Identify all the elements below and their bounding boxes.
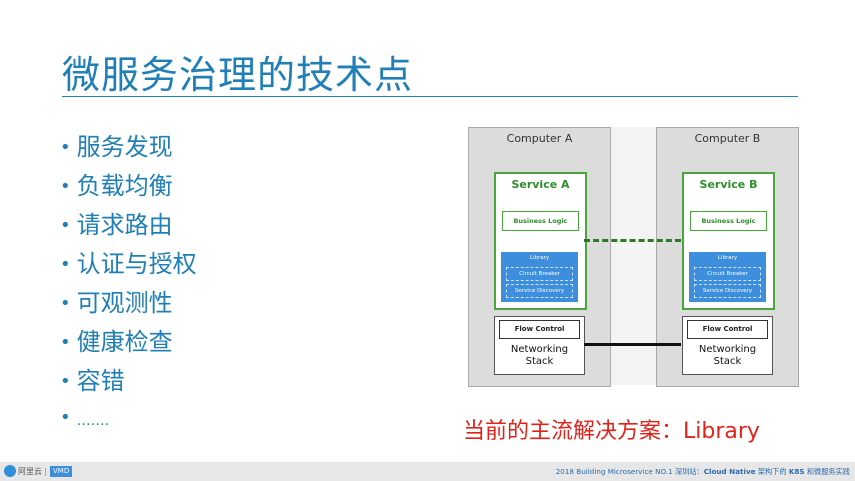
computer-b-box: Computer B Service B Business Logic Libr…: [656, 127, 799, 387]
bullet-item: •服务发现: [60, 133, 173, 161]
architecture-diagram: Computer A Service A Business Logic Libr…: [468, 127, 800, 387]
footer-event-text: 2018 Building Microservice NO.1 深圳站：Clou…: [555, 467, 850, 476]
circuit-breaker-box: Circuit Breaker: [694, 267, 761, 281]
slide-title: 微服务治理的技术点: [62, 53, 414, 97]
service-a-box: Service A Business Logic Library Circuit…: [494, 172, 587, 310]
networking-stack-box: Flow Control Networking Stack: [682, 316, 773, 375]
computer-a-box: Computer A Service A Business Logic Libr…: [468, 127, 611, 387]
business-logic-box: Business Logic: [690, 211, 767, 231]
bullet-item: •…….: [60, 407, 110, 429]
title-divider: [62, 96, 798, 97]
bullet-dot-icon: •: [60, 254, 71, 275]
circuit-breaker-box: Circuit Breaker: [506, 267, 573, 281]
bullet-item: •可观测性: [60, 289, 173, 317]
bullet-item: •请求路由: [60, 211, 173, 239]
network-connection-line: [584, 343, 681, 346]
computer-a-label: Computer A: [506, 132, 573, 145]
footer-badge: VMD: [50, 466, 73, 477]
bullet-item: •认证与授权: [60, 250, 197, 278]
cloud-logo-icon: [4, 465, 16, 477]
library-label: Library: [529, 255, 550, 261]
service-b-label: Service B: [699, 178, 758, 191]
footer-bar: 阿里云 | VMD 2018 Building Microservice NO.…: [0, 462, 855, 481]
footer-logo-text: 阿里云: [18, 467, 42, 476]
service-discovery-box: Service Discovery: [506, 284, 573, 298]
flow-control-box: Flow Control: [499, 320, 580, 339]
solution-text: 当前的主流解决方案：Library: [463, 419, 760, 444]
bullet-dot-icon: •: [60, 215, 71, 236]
flow-control-box: Flow Control: [687, 320, 768, 339]
bullet-dot-icon: •: [60, 137, 71, 158]
networking-stack-label: Networking Stack: [698, 344, 757, 367]
bullet-dot-icon: •: [60, 332, 71, 353]
library-box: Library Circuit Breaker Service Discover…: [501, 252, 578, 302]
computer-b-label: Computer B: [694, 132, 761, 145]
bullet-dot-icon: •: [60, 176, 71, 197]
bullet-dot-icon: •: [60, 407, 71, 428]
networking-stack-label: Networking Stack: [510, 344, 569, 367]
bullet-item: •健康检查: [60, 328, 173, 356]
library-connection-line: [584, 239, 681, 242]
library-box: Library Circuit Breaker Service Discover…: [689, 252, 766, 302]
service-a-label: Service A: [511, 178, 570, 191]
networking-stack-box: Flow Control Networking Stack: [494, 316, 585, 375]
bullet-list: •服务发现 •负载均衡 •请求路由 •认证与授权 •可观测性 •健康检查 •容错…: [60, 131, 197, 443]
footer-separator: |: [44, 467, 47, 476]
diagram-gap: [610, 127, 656, 385]
service-b-box: Service B Business Logic Library Circuit…: [682, 172, 775, 310]
business-logic-box: Business Logic: [502, 211, 579, 231]
bullet-item: •容错: [60, 367, 125, 395]
bullet-dot-icon: •: [60, 293, 71, 314]
bullet-dot-icon: •: [60, 371, 71, 392]
bullet-item: •负载均衡: [60, 172, 173, 200]
library-label: Library: [717, 255, 738, 261]
service-discovery-box: Service Discovery: [694, 284, 761, 298]
